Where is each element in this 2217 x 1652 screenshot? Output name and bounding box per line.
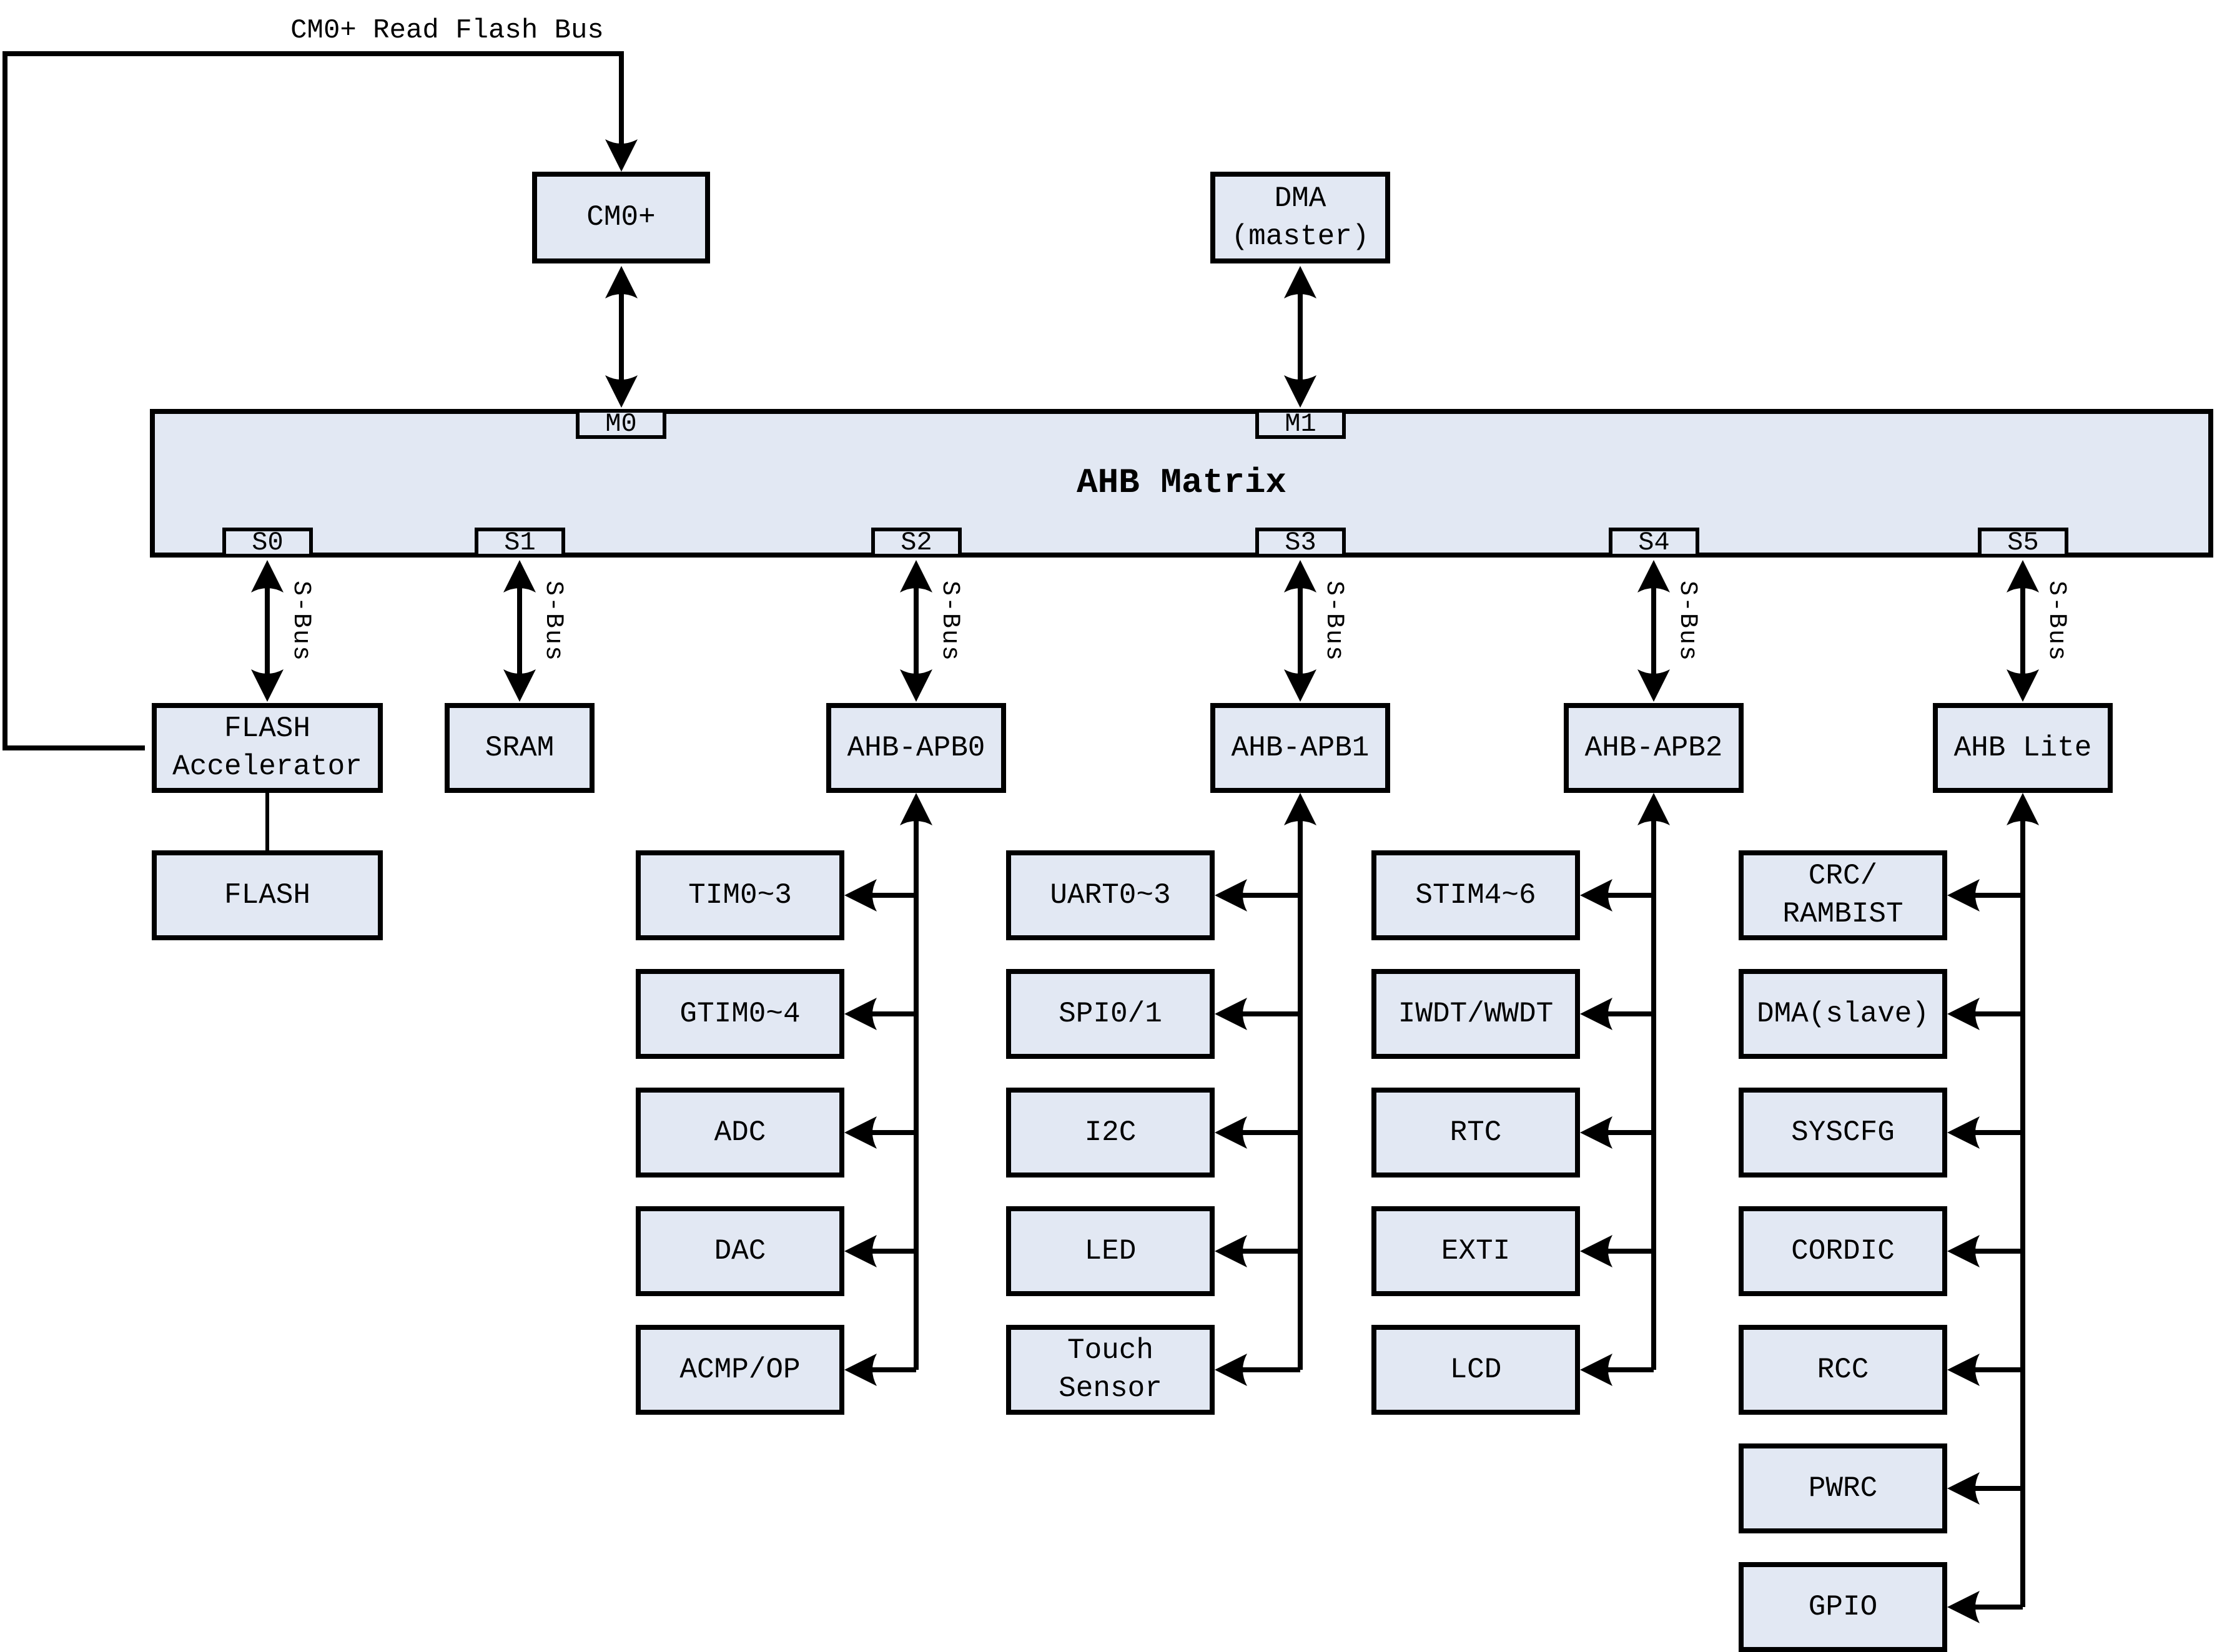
port-tab-m1: M1 — [1255, 409, 1346, 439]
port-tab-s3: S3 — [1255, 528, 1346, 558]
peripheral-rtc: RTC — [1371, 1088, 1580, 1178]
sbus-label-s5: S-Bus — [2042, 581, 2070, 662]
node-sram: SRAM — [445, 703, 595, 793]
arrowhead-into-cm0 — [605, 139, 638, 172]
node-cm0: CM0+ — [532, 172, 710, 263]
master-bus-lines — [619, 290, 1303, 384]
peripheral-uart0-3: UART0~3 — [1006, 850, 1215, 940]
branch-arrowheads-apb2 — [1580, 879, 1612, 1386]
peripheral-crc-rambist: CRC/ RAMBIST — [1739, 850, 1947, 940]
node-flash-accelerator: FLASH Accelerator — [152, 703, 383, 793]
node-bridge-ahb-apb1: AHB-APB1 — [1210, 703, 1390, 793]
sbus-arrowheads — [251, 560, 2039, 702]
node-bridge-ahb-apb2: AHB-APB2 — [1564, 703, 1744, 793]
sbus-label-s0: S-Bus — [287, 581, 315, 662]
peripheral-tim0-3: TIM0~3 — [636, 850, 844, 940]
peripheral-rcc: RCC — [1739, 1325, 1947, 1415]
sbus-label-s1: S-Bus — [539, 581, 567, 662]
node-flash: FLASH — [152, 850, 383, 940]
port-tab-s5: S5 — [1978, 528, 2068, 558]
branch-lines-apb0 — [868, 893, 916, 1372]
peripheral-lcd: LCD — [1371, 1325, 1580, 1415]
branch-lines-apb1 — [1238, 893, 1300, 1372]
node-bridge-ahb-lite: AHB Lite — [1933, 703, 2113, 793]
peripheral-led: LED — [1006, 1206, 1215, 1296]
sbus-label-s2: S-Bus — [936, 581, 964, 662]
peripheral-gpio: GPIO — [1739, 1562, 1947, 1652]
port-tab-s4: S4 — [1609, 528, 1699, 558]
port-tab-s0: S0 — [222, 528, 313, 558]
peripheral-cordic: CORDIC — [1739, 1206, 1947, 1296]
peripheral-dac: DAC — [636, 1206, 844, 1296]
port-tab-s1: S1 — [475, 528, 565, 558]
branch-arrowheads-apb1 — [1215, 879, 1247, 1386]
branch-arrowheads-apb0 — [844, 879, 877, 1386]
peripheral-spi0-1: SPI0/1 — [1006, 969, 1215, 1059]
sbus-lines — [265, 584, 2025, 678]
peripheral-stim4-6: STIM4~6 — [1371, 850, 1580, 940]
trunk-arrowheads — [900, 793, 2039, 825]
peripheral-gtim0-4: GTIM0~4 — [636, 969, 844, 1059]
ahb-matrix-title: AHB Matrix — [1076, 463, 1287, 503]
peripheral-iwdt-wwdt: IWDT/WWDT — [1371, 969, 1580, 1059]
branch-arrowheads-ahb-lite — [1947, 879, 1980, 1623]
peripheral-pwrc: PWRC — [1739, 1443, 1947, 1533]
peripheral-touch-sensor: Touch Sensor — [1006, 1325, 1215, 1415]
sbus-label-s4: S-Bus — [1673, 581, 1701, 662]
peripheral-adc: ADC — [636, 1088, 844, 1178]
branch-lines-apb2 — [1604, 893, 1654, 1372]
peripheral-exti: EXTI — [1371, 1206, 1580, 1296]
master-bus-arrowheads — [605, 266, 1316, 408]
sbus-label-s3: S-Bus — [1320, 581, 1348, 662]
port-tab-s2: S2 — [871, 528, 962, 558]
node-ahb-matrix: AHB Matrix — [150, 409, 2213, 558]
peripheral-syscfg: SYSCFG — [1739, 1088, 1947, 1178]
node-dma-master: DMA (master) — [1210, 172, 1390, 263]
top-bus-label: CM0+ Read Flash Bus — [290, 15, 604, 46]
node-bridge-ahb-apb0: AHB-APB0 — [826, 703, 1006, 793]
peripheral-i2c: I2C — [1006, 1088, 1215, 1178]
peripheral-dma-slave: DMA(slave) — [1739, 969, 1947, 1059]
peripheral-acmp-op: ACMP/OP — [636, 1325, 844, 1415]
branch-lines-ahb-lite — [1971, 893, 2023, 1610]
port-tab-m0: M0 — [576, 409, 666, 439]
